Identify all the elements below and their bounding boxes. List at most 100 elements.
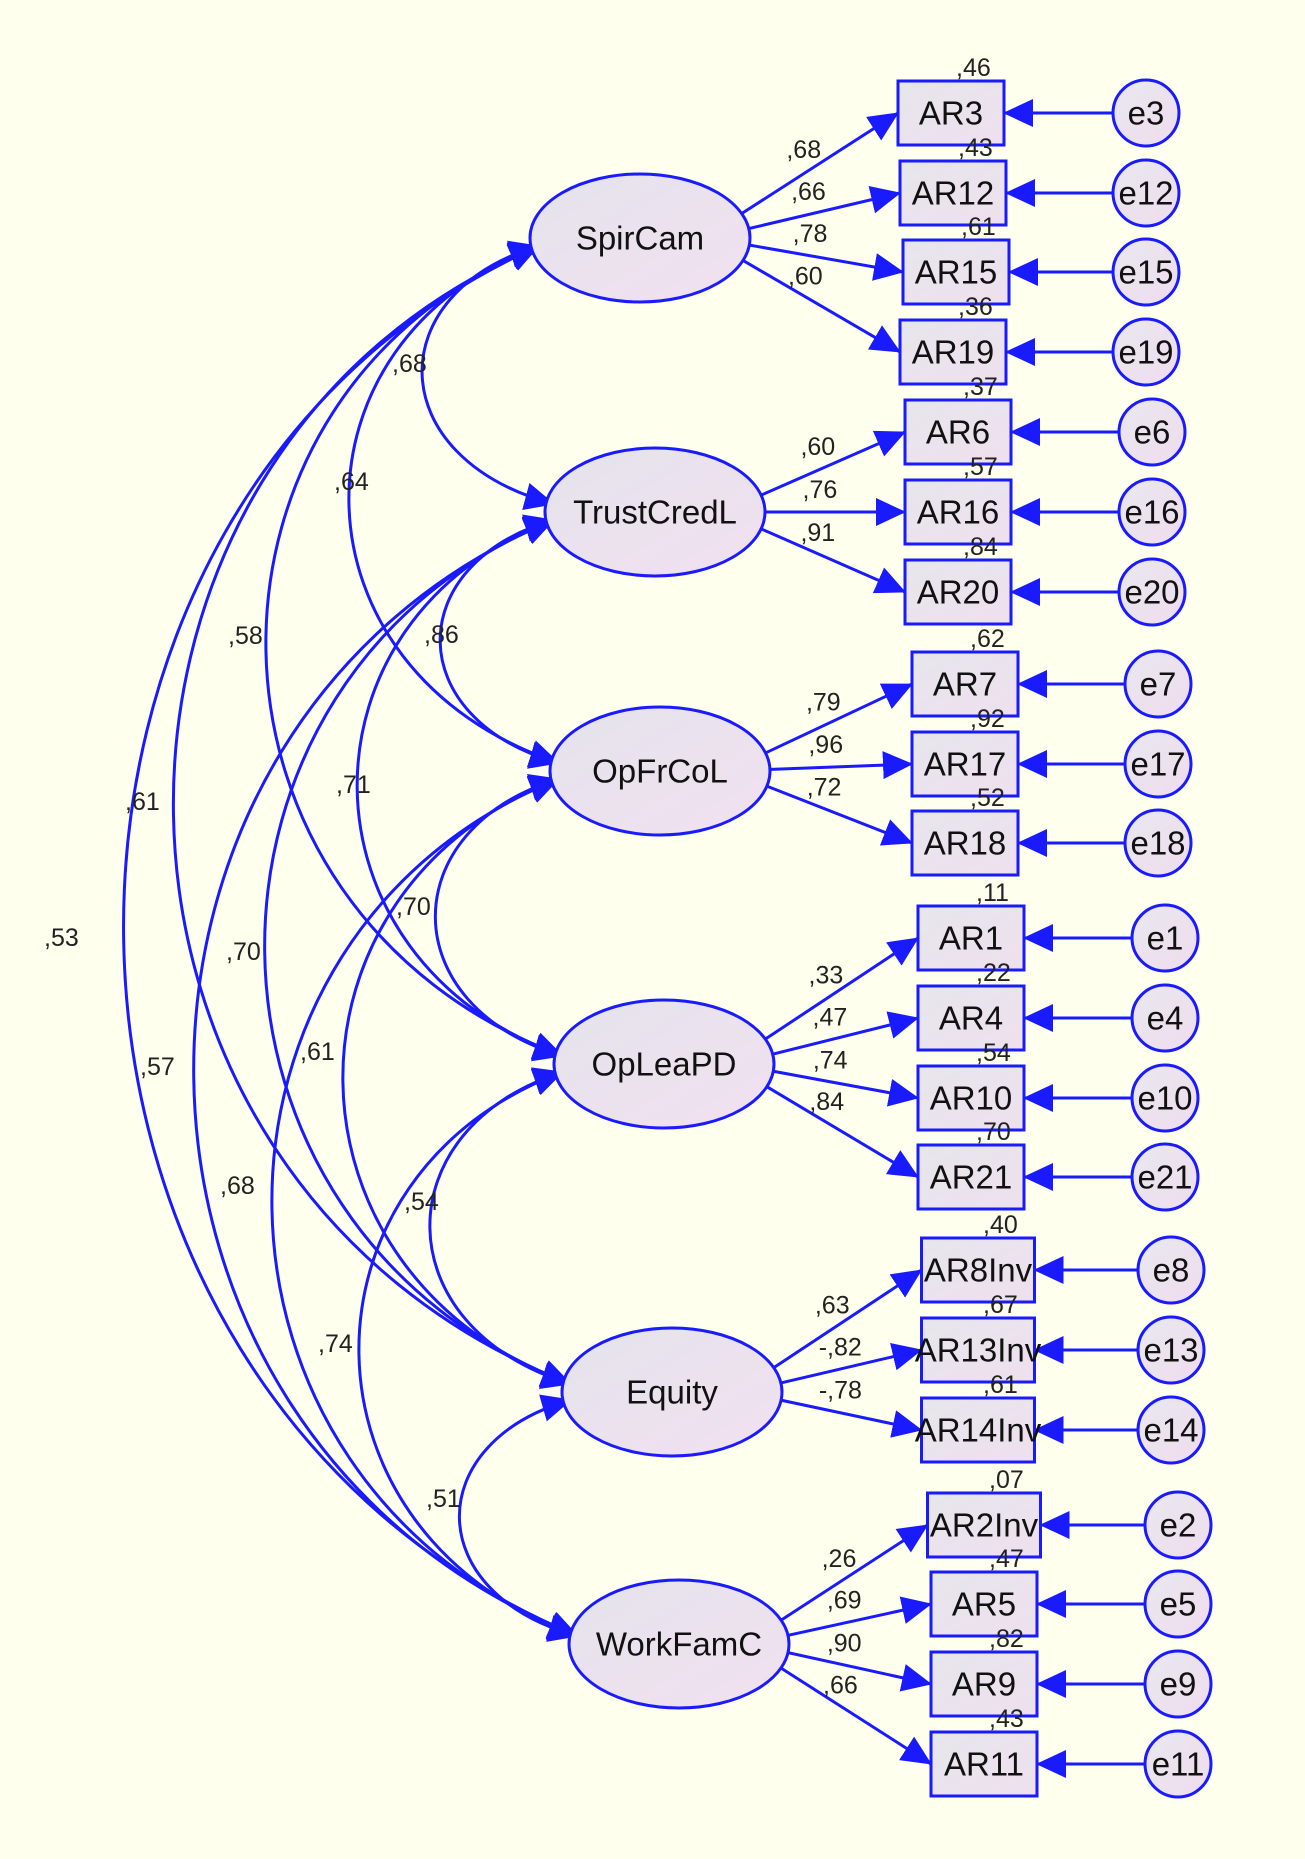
loading-path-ar15 xyxy=(746,243,904,281)
loading-path-ar5 xyxy=(785,1596,932,1638)
r-squared-label: ,36 xyxy=(958,293,993,321)
loading-path-ar10 xyxy=(770,1069,919,1107)
error-e20-node[interactable] xyxy=(1117,557,1187,627)
loading-path-ar21 xyxy=(764,1084,919,1179)
loading-label: ,79 xyxy=(806,688,841,716)
indicator-label: AR10 xyxy=(930,1080,1013,1117)
loading-path-ar9 xyxy=(785,1650,932,1692)
covariance-label: ,71 xyxy=(336,771,371,799)
r-squared-label: ,11 xyxy=(976,879,1009,907)
indicator-ar5-box[interactable] xyxy=(929,1570,1039,1638)
latent-equity-node[interactable] xyxy=(560,1326,784,1458)
error-e5-node[interactable] xyxy=(1143,1569,1213,1639)
error-e21-node[interactable] xyxy=(1130,1142,1200,1212)
error-e19-node[interactable] xyxy=(1111,317,1181,387)
indicator-ar12-box[interactable] xyxy=(898,159,1008,227)
covariance-opleapd-workfamc xyxy=(357,1068,579,1640)
covariance-opfrcol-workfamc xyxy=(270,776,579,1639)
indicator-ar4-box[interactable] xyxy=(916,984,1026,1052)
error-e10-node[interactable] xyxy=(1130,1063,1200,1133)
error-e11-node[interactable] xyxy=(1143,1729,1213,1799)
loading-path-ar3 xyxy=(739,111,899,216)
r-squared-label: ,54 xyxy=(976,1039,1011,1067)
r-squared-label: ,92 xyxy=(970,705,1005,733)
indicator-label: AR20 xyxy=(917,574,1000,611)
covariance-opfrcol-opleapd xyxy=(434,774,564,1062)
error-e2-node[interactable] xyxy=(1143,1490,1213,1560)
error-e14-node[interactable] xyxy=(1136,1395,1206,1465)
loading-path-ar2inv xyxy=(778,1523,929,1623)
covariance-layer xyxy=(122,240,579,1642)
loading-label: ,33 xyxy=(809,961,844,989)
indicator-ar1-box[interactable] xyxy=(916,904,1026,972)
indicator-ar2inv-box[interactable] xyxy=(926,1491,1042,1559)
error-e12-node[interactable] xyxy=(1111,158,1181,228)
indicator-ar16-box[interactable] xyxy=(903,478,1013,546)
loading-label: ,69 xyxy=(827,1586,862,1614)
error-label: e18 xyxy=(1130,825,1185,862)
loading-label: ,60 xyxy=(788,262,823,290)
error-label: e8 xyxy=(1153,1252,1190,1289)
r-squared-label: ,22 xyxy=(976,959,1011,987)
indicator-ar15-box[interactable] xyxy=(901,238,1011,306)
latent-spircam-node[interactable] xyxy=(528,172,752,304)
covariance-spircam-trustcredl xyxy=(420,240,555,510)
indicator-ar6-box[interactable] xyxy=(903,398,1013,466)
error-e6-node[interactable] xyxy=(1117,397,1187,467)
covariance-label: ,57 xyxy=(140,1053,175,1081)
r-squared-label: ,82 xyxy=(989,1625,1024,1653)
indicator-label: AR5 xyxy=(952,1586,1016,1623)
r-squared-label: ,43 xyxy=(958,134,993,162)
error-e8-node[interactable] xyxy=(1136,1235,1206,1305)
indicator-ar8inv-box[interactable] xyxy=(920,1236,1036,1304)
loading-path-ar13inv xyxy=(778,1342,923,1385)
error-e3-node[interactable] xyxy=(1111,78,1181,148)
latent-opfrcol-node[interactable] xyxy=(548,705,772,837)
indicator-ar11-box[interactable] xyxy=(929,1730,1039,1798)
error-e7-node[interactable] xyxy=(1123,649,1193,719)
latent-label: WorkFamC xyxy=(596,1626,762,1663)
covariance-label: ,58 xyxy=(228,622,263,650)
indicator-ar14inv-box[interactable] xyxy=(920,1396,1036,1464)
indicator-label: AR8Inv xyxy=(924,1252,1033,1289)
loading-label: ,96 xyxy=(808,731,843,759)
indicator-label: AR7 xyxy=(933,666,997,703)
latent-workfamc-node[interactable] xyxy=(567,1578,791,1710)
indicator-label: AR9 xyxy=(952,1666,1016,1703)
latent-label: TrustCredL xyxy=(573,494,737,531)
latent-trustcredl-node[interactable] xyxy=(543,446,767,578)
latent-opleapd-node[interactable] xyxy=(552,998,776,1130)
error-label: e3 xyxy=(1128,95,1165,132)
indicator-ar7-box[interactable] xyxy=(910,650,1020,718)
error-e1-node[interactable] xyxy=(1130,903,1200,973)
loading-path-ar6 xyxy=(758,430,906,498)
r-squared-label: ,61 xyxy=(983,1371,1018,1399)
error-e13-node[interactable] xyxy=(1136,1315,1206,1385)
indicator-ar3-box[interactable] xyxy=(896,79,1006,147)
error-e18-node[interactable] xyxy=(1123,808,1193,878)
error-e17-node[interactable] xyxy=(1123,729,1193,799)
covariance-label: ,53 xyxy=(44,924,79,952)
indicator-ar13inv-box[interactable] xyxy=(920,1316,1036,1384)
error-e15-node[interactable] xyxy=(1111,237,1181,307)
error-e16-node[interactable] xyxy=(1117,477,1187,547)
indicator-ar21-box[interactable] xyxy=(916,1143,1026,1211)
error-label: e12 xyxy=(1118,175,1173,212)
error-label: e9 xyxy=(1160,1666,1197,1703)
indicator-ar18-box[interactable] xyxy=(910,809,1020,877)
indicator-ar20-box[interactable] xyxy=(903,558,1013,626)
indicator-label: AR13Inv xyxy=(915,1332,1042,1369)
indicator-ar10-box[interactable] xyxy=(916,1064,1026,1132)
r-squared-label: ,07 xyxy=(989,1466,1024,1494)
loading-label: ,74 xyxy=(813,1046,848,1074)
error-e4-node[interactable] xyxy=(1130,983,1200,1053)
indicator-ar19-box[interactable] xyxy=(898,318,1008,386)
error-e9-node[interactable] xyxy=(1143,1649,1213,1719)
covariance-equity-workfamc xyxy=(457,1394,579,1642)
loading-label: ,68 xyxy=(786,136,821,164)
indicator-ar17-box[interactable] xyxy=(910,730,1020,798)
error-label: e11 xyxy=(1152,1746,1205,1783)
loading-path-ar4 xyxy=(770,1011,919,1057)
covariance-spircam-workfamc xyxy=(122,244,579,1638)
indicator-ar9-box[interactable] xyxy=(929,1650,1039,1718)
